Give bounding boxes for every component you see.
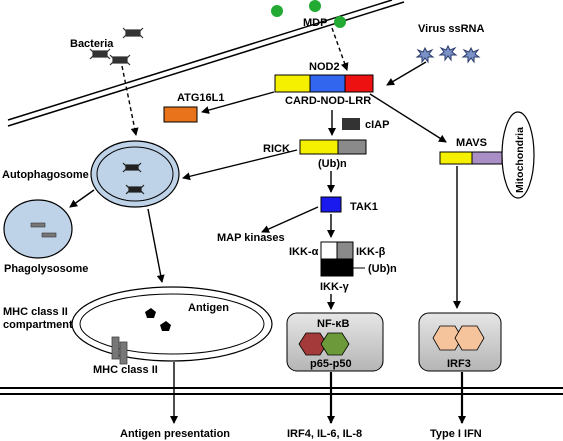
autophagosome-label: Autophagosome [2, 169, 89, 181]
ikk-gamma-label: IKK-γ [320, 281, 350, 293]
tak1-to-map-kinases-arrow [261, 206, 319, 233]
nuclear-membrane [0, 387, 563, 395]
phagolysosome-fragment [30, 222, 46, 228]
mdp-molecule-icon [309, 0, 321, 12]
map-kinases-label: MAP kinases [217, 232, 285, 244]
mhc-compartment-inner [79, 293, 265, 355]
ciap-protein [342, 118, 360, 130]
rick-protein [299, 139, 367, 155]
phagolysosome-fragment [41, 232, 57, 238]
rick-label: RICK [263, 143, 290, 155]
mhc-class-ii-molecule [111, 336, 128, 365]
bacteria-icon [89, 27, 144, 66]
irf3-subunit-icon [432, 325, 463, 351]
irf4-il6-il8-label: IRF4, IL-6, IL-8 [287, 428, 362, 440]
nod2-label: NOD2 [309, 61, 340, 73]
atg16l1-protein [163, 106, 198, 123]
nfkb-label: NF-κB [317, 318, 349, 330]
virus-label: Virus ssRNA [418, 23, 484, 35]
mitochondria-label: Mitochondria [514, 127, 526, 193]
tak1-protein [320, 196, 342, 213]
irf3-label: IRF3 [447, 358, 471, 370]
mhc-compartment-label-line1: MHC class II [3, 306, 68, 318]
antigen-presentation-label: Antigen presentation [120, 428, 230, 440]
ciap-label: cIAP [365, 119, 389, 131]
mhc-compartment-outer [71, 286, 273, 362]
irf3-subunit-icon [454, 325, 485, 351]
virus-particle-icon [415, 44, 481, 64]
phagolysosome-label: Phagolysosome [4, 263, 88, 275]
nod2-to-mavs-arrow [369, 93, 447, 143]
rick-to-autophagosome-arrow [182, 149, 298, 181]
card-nod-lrr-label: CARD-NOD-LRR [285, 95, 371, 107]
mhc-compartment-label-line2: compartment [3, 319, 73, 331]
autophagosome-inner [96, 146, 174, 202]
tak1-label: TAK1 [350, 201, 378, 213]
ikk-complex [320, 241, 354, 277]
ikk-alpha-label: IKK-α [289, 246, 319, 258]
bacteria-to-autophagosome-arrow [121, 65, 139, 136]
mitochondria-organelle [501, 111, 535, 199]
autophagosome-to-mhc-arrow [147, 208, 165, 283]
antigen-label: Antigen [188, 302, 229, 314]
virus-to-nod2-arrow [386, 61, 427, 86]
mdp-molecule-icon [334, 16, 346, 28]
nod2-to-atg16l1-arrow [201, 91, 275, 114]
antigen-icon [160, 321, 171, 331]
antigen-icon [145, 308, 156, 318]
p65-p50-label: p65-p50 [310, 358, 352, 370]
mavs-protein [439, 151, 503, 165]
mhc-class-ii-label: MHC class II [93, 364, 158, 376]
bacteria-label: Bacteria [70, 38, 114, 50]
autophagosome-to-phagolysosome-arrow [69, 189, 95, 208]
ikk-beta-label: IKK-β [356, 246, 386, 258]
p50-subunit-icon [320, 332, 350, 356]
mdp-to-nod2-arrow [331, 27, 349, 71]
phagolysosome-organelle [3, 199, 73, 259]
ub-n-label: (Ub)n [318, 158, 347, 170]
ikk-ub-n-label: (Ub)n [368, 263, 397, 275]
type-i-ifn-label: Type I IFN [430, 428, 482, 440]
mdp-label: MDP [303, 17, 327, 29]
pathway-arrows [69, 27, 466, 424]
autophagosome-outer [90, 140, 180, 208]
engulfed-bacteria-icon [122, 162, 145, 195]
p65-subunit-icon [298, 332, 328, 356]
mdp-molecule-icon [271, 5, 283, 17]
nod2-receptor [274, 74, 374, 93]
atg16l1-label: ATG16L1 [177, 92, 224, 104]
mavs-label: MAVS [456, 137, 487, 149]
